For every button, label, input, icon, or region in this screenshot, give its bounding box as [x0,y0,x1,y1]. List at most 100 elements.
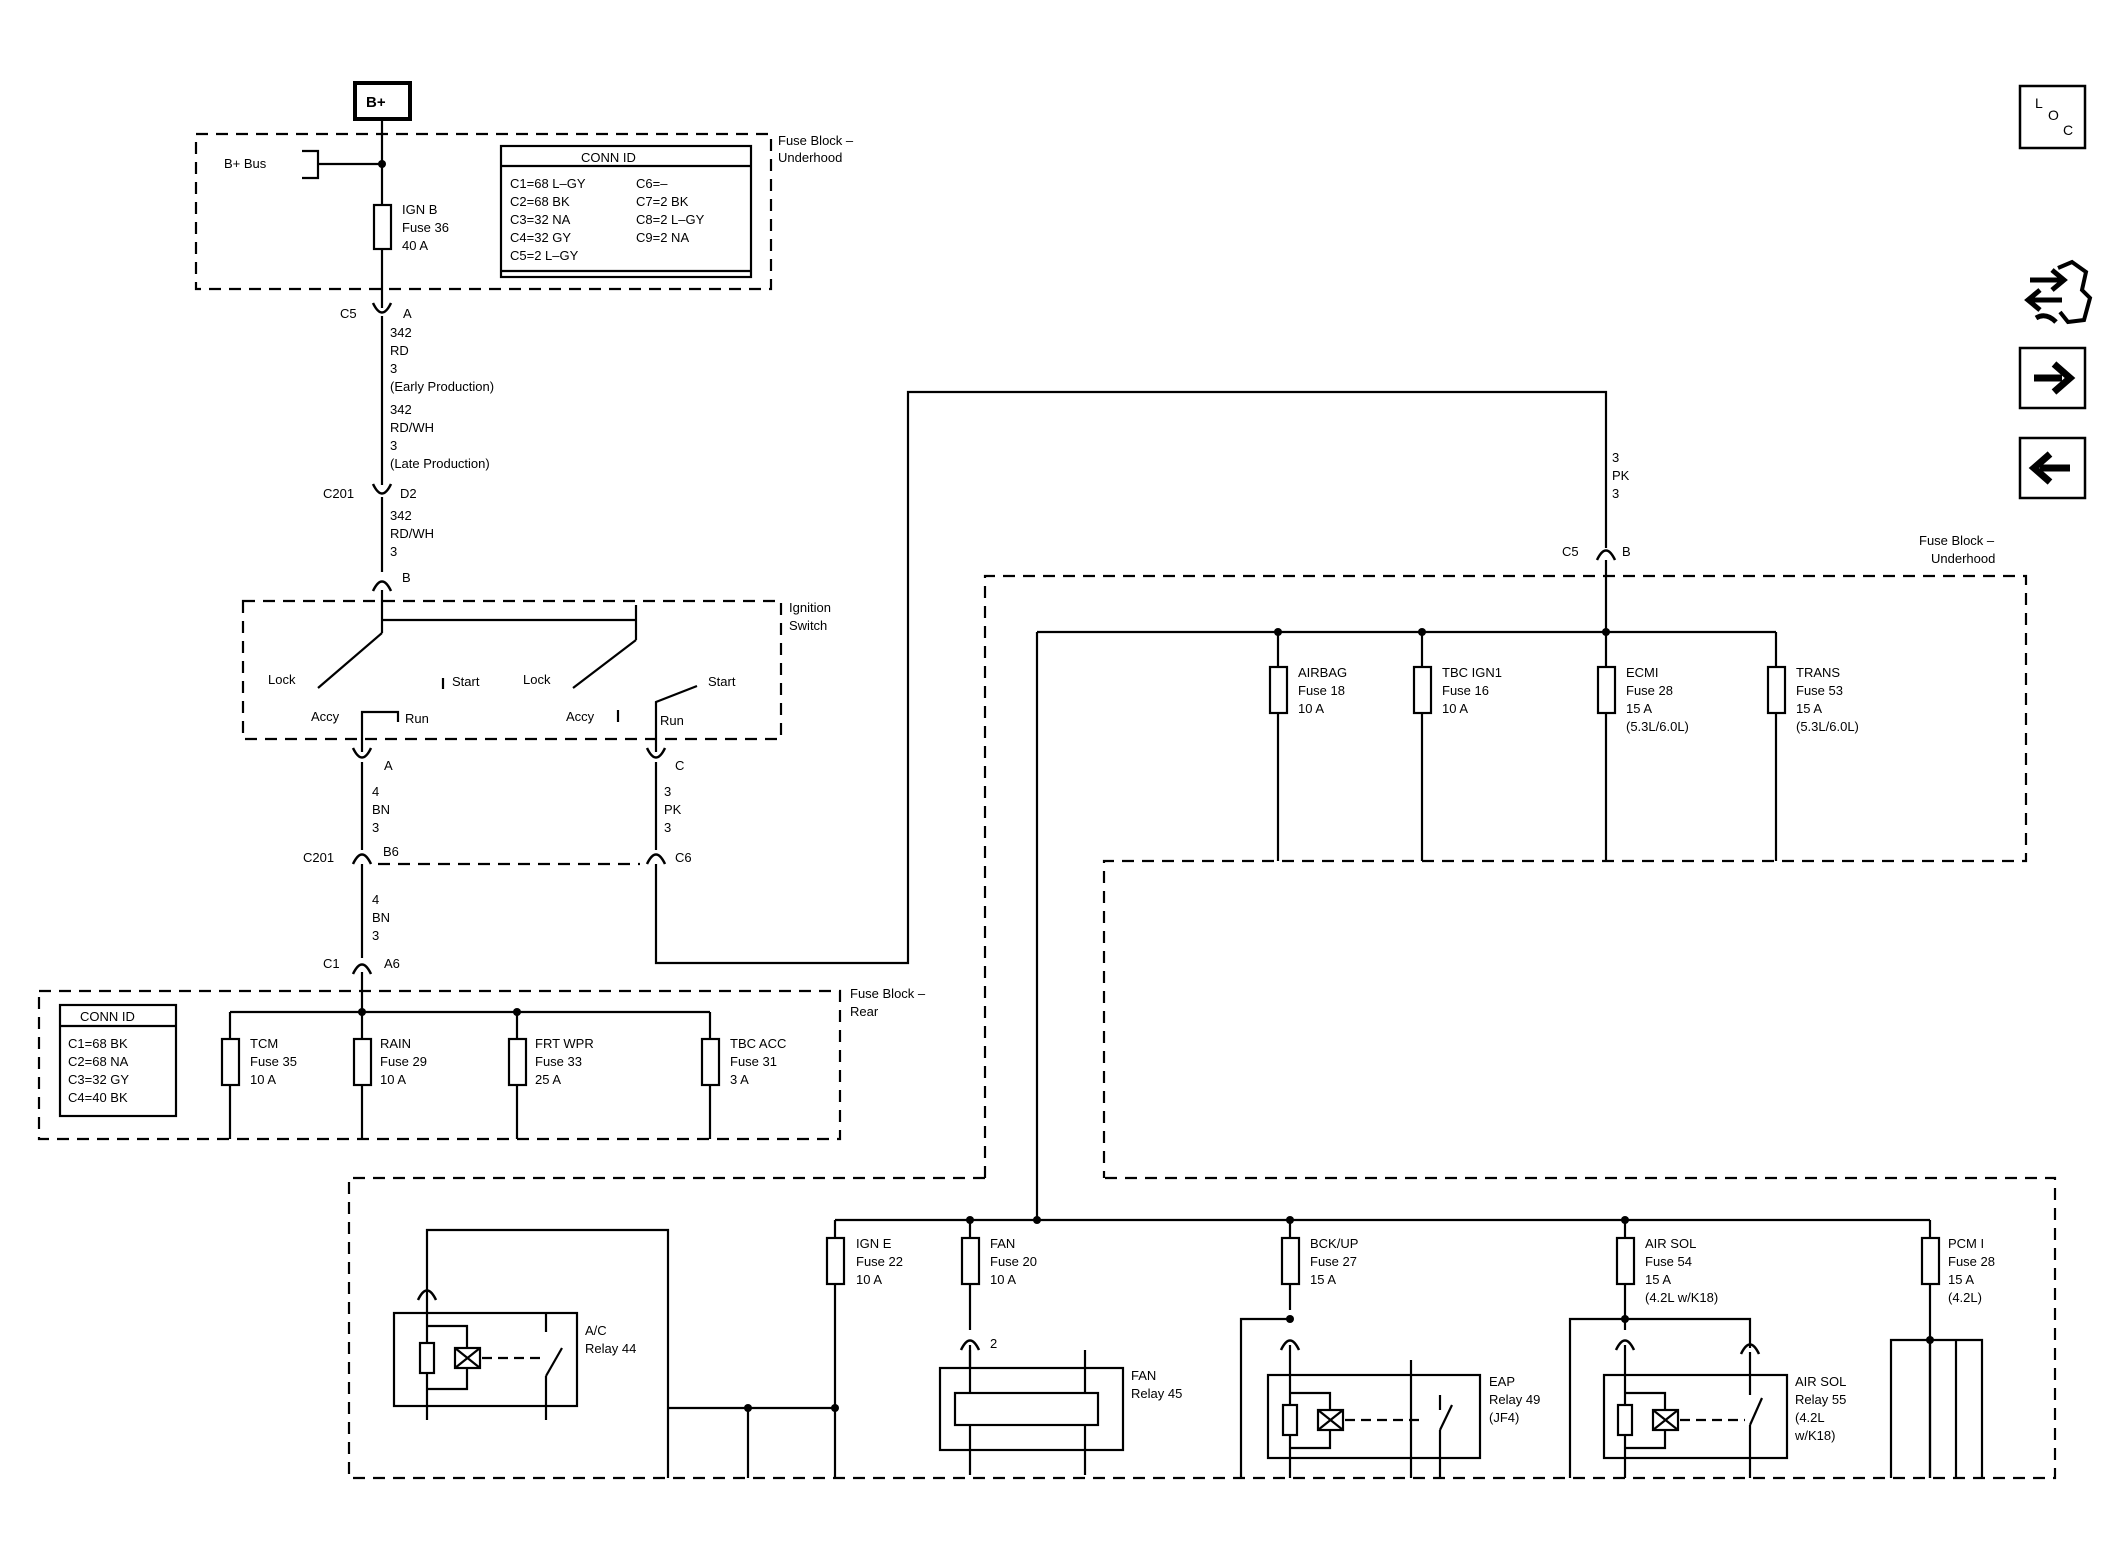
fuse-fan [960,1236,981,1286]
fuse-name: AIR SOL [1645,1236,1696,1251]
fuse-rating: 15 A [1948,1272,1974,1287]
fuse-number: Fuse 22 [856,1254,903,1269]
fuse-block-title: Fuse Block – [850,986,926,1001]
switch-title: Ignition [789,600,831,615]
relay-number: Relay 44 [585,1341,636,1356]
arrow-left-icon[interactable] [2018,436,2087,500]
switch-position-label: Lock [268,672,296,687]
ac-relay-44: A/C Relay 44 [392,1228,839,1478]
connector-label: C1 [323,956,340,971]
fuse-name: ECMI [1626,665,1659,680]
fuse-block-underhood-top: Fuse Block – Underhood B+ Bus IGN B Fuse… [194,119,854,308]
fuse-pcm-i [1920,1236,1941,1286]
fuse-ign-e [825,1236,846,1286]
connector-pin: A [403,306,412,321]
wire-label: 3 [390,544,397,559]
conn-id-title: CONN ID [581,150,636,165]
fuse-block-rear: Fuse Block – Rear CONN ID C1=68 BK C2=68… [37,972,926,1141]
relay-note: (JF4) [1489,1410,1519,1425]
nav-panel: L O C [2018,84,2093,500]
wire-label: 342 [390,508,412,523]
power-label: B+ [366,94,386,111]
switch-position-label: Start [708,674,736,689]
connector-pin: D2 [400,486,417,501]
fuse-number: Fuse 53 [1796,683,1843,698]
loc-letter: L [2035,95,2043,111]
wire-label: 4 [372,784,379,799]
fuse-ecmi [1596,665,1617,715]
fuse-number: Fuse 36 [402,220,449,235]
conn-id-title: CONN ID [80,1009,135,1024]
wire-label: RD/WH [390,420,434,435]
loc-icon[interactable]: L O C [2018,84,2087,150]
fuse-block-subtitle: Underhood [1931,551,1995,566]
fuse-rating: 15 A [1626,701,1652,716]
switch-position-label: Accy [566,709,595,724]
wire-label: 4 [372,892,379,907]
bplus-bus-label: B+ Bus [224,156,267,171]
fuse-block-title: Fuse Block – [778,133,854,148]
fuse-name: TBC ACC [730,1036,786,1051]
fuse-name: TBC IGN1 [1442,665,1502,680]
switch-position-label: Lock [523,672,551,687]
wire-label: 3 [1612,450,1619,465]
relay-note: (4.2L [1795,1410,1825,1425]
eap-relay-49: EAP Relay 49 (JF4) [1239,1315,1540,1478]
fuse-number: Fuse 28 [1626,683,1673,698]
switch-position-label: Run [660,713,684,728]
wire-label: RD/WH [390,526,434,541]
ignition-switch: Ignition Switch Lock Start Accy Run Lock… [241,590,831,773]
power-source: B+ [353,81,412,121]
wire-label: PK [664,802,682,817]
relay-name: EAP [1489,1374,1515,1389]
fuse-block-underhood-right: Fuse Block – Underhood AIRBAG Fuse 18 10… [983,533,2028,1220]
conn-id-entry: C4=32 GY [510,230,571,245]
fuse-name: TRANS [1796,665,1840,680]
fuse-note: (5.3L/6.0L) [1796,719,1859,734]
fuse-trans [1766,665,1787,715]
loc-letter: C [2063,122,2073,138]
relay-number: Relay 55 [1795,1392,1846,1407]
relay-name: AIR SOL [1795,1374,1846,1389]
fuse-tbc-acc [700,1037,721,1087]
connector-pin: A [384,758,393,773]
fuse-rating: 10 A [856,1272,882,1287]
fuse-name: AIRBAG [1298,665,1347,680]
wire-label: 3 [1612,486,1619,501]
fuse-number: Fuse 29 [380,1054,427,1069]
relay-name: A/C [585,1323,607,1338]
conn-id-entry: C6=– [636,176,668,191]
fuse-number: Fuse 18 [1298,683,1345,698]
wire-label: 3 [372,820,379,835]
fuse-number: Fuse 20 [990,1254,1037,1269]
fuse-ign-b [372,203,393,251]
fuse-note: (4.2L) [1948,1290,1982,1305]
conn-id-entry: C3=32 GY [68,1072,129,1087]
fuse-rain [352,1037,373,1087]
conn-id-entry: C9=2 NA [636,230,689,245]
fuse-number: Fuse 35 [250,1054,297,1069]
connector-pin: 2 [990,1336,997,1351]
fuse-name: RAIN [380,1036,411,1051]
wire-label: 3 [372,928,379,943]
conn-id-entry: C3=32 NA [510,212,571,227]
harness-icon[interactable] [2024,259,2093,325]
switch-position-label: Run [405,711,429,726]
arrow-right-icon[interactable] [2018,346,2087,410]
pcm-i-branch [1889,1336,1984,1478]
conn-id-table-top: CONN ID C1=68 L–GY C2=68 BK C3=32 NA C4=… [499,144,753,279]
fuse-rating: 25 A [535,1072,561,1087]
fuse-name: FRT WPR [535,1036,594,1051]
fuse-rating: 10 A [380,1072,406,1087]
fuse-number: Fuse 16 [1442,683,1489,698]
fuse-note: (5.3L/6.0L) [1626,719,1689,734]
fuse-frt-wpr [507,1037,528,1087]
wire-c5-to-switch: C5 A 342 RD 3 (Early Production) 342 RD/… [323,302,494,592]
conn-id-entry: C2=68 BK [510,194,570,209]
conn-id-entry: C1=68 BK [68,1036,128,1051]
fuse-airbag [1268,665,1289,715]
fuse-name: IGN E [856,1236,892,1251]
wire-label: 3 [664,820,671,835]
fuse-block-subtitle: Rear [850,1004,879,1019]
